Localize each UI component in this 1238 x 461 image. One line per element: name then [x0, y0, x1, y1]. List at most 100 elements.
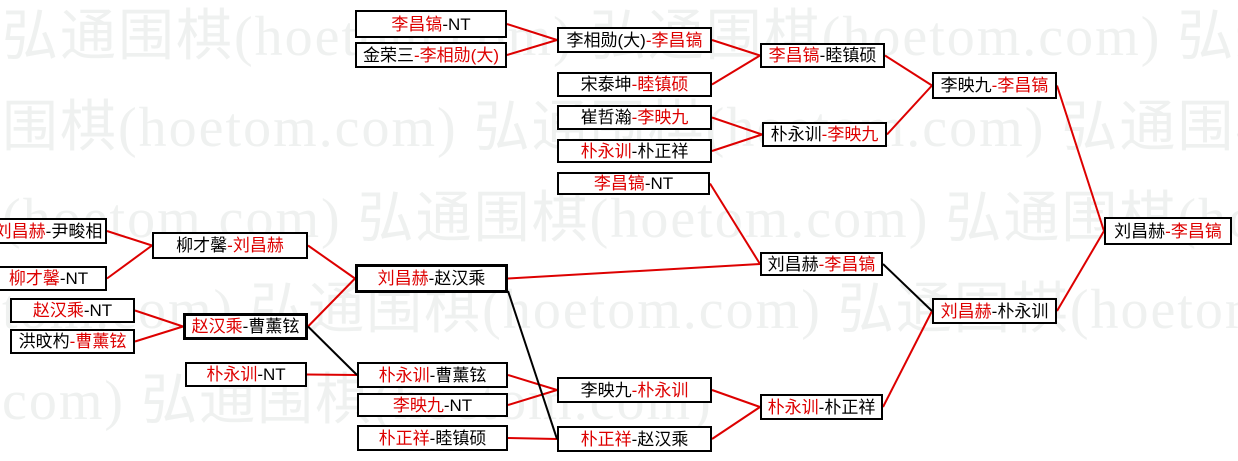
player2-name: 曹薰铉 [248, 317, 300, 336]
connector-line [507, 389, 558, 406]
player2-name: 朴正祥 [824, 397, 876, 417]
connector-line [507, 290, 558, 440]
match-box: 李昌镐-NT [557, 172, 710, 195]
connector-line [1056, 85, 1105, 232]
player2-name: 李昌镐 [1170, 221, 1222, 241]
player2-name: NT [65, 269, 89, 288]
vs-hyphen: - [818, 254, 825, 274]
connector-line [711, 406, 761, 440]
player1-name: 朴永训 [378, 365, 430, 385]
connector-line [106, 244, 153, 280]
player2-name: 睦镇硕 [825, 46, 877, 65]
player2-name: 李映九 [637, 108, 689, 127]
vs-hyphen: - [414, 45, 420, 65]
player2-name: 李昌镐 [824, 254, 876, 274]
connector-line [711, 133, 763, 152]
vs-hyphen: - [821, 125, 828, 144]
player1-name: 李映九 [392, 395, 444, 415]
match-box: 刘昌赫-朴永训 [932, 298, 1057, 324]
vs-hyphen: - [631, 141, 638, 161]
connector-line [711, 54, 761, 86]
connector-line [507, 437, 558, 440]
player2-name: 李昌镐 [997, 76, 1049, 95]
player2-name: NT [449, 395, 473, 415]
vs-hyphen: - [819, 46, 826, 65]
player1-name: 朴永训 [580, 141, 632, 161]
connector-line [882, 263, 933, 312]
connector-line [886, 84, 933, 136]
vs-hyphen: - [69, 332, 76, 351]
connector-line [1056, 230, 1105, 312]
vs-hyphen: - [443, 395, 450, 415]
player2-name: 李映九 [827, 125, 879, 144]
player2-name: 睦镇硕 [637, 75, 689, 94]
player1-name: 朴正祥 [378, 428, 430, 448]
player1-name: 柳才馨 [8, 269, 60, 288]
player2-name: 朴正祥 [637, 141, 689, 161]
player1-name: 崔哲瀚 [580, 108, 632, 127]
player1-name: 赵汉乘 [191, 317, 243, 336]
connector-line [711, 116, 763, 136]
player1-name: 金荣三 [363, 45, 414, 65]
match-box: 朴永训-NT [185, 362, 307, 387]
connector-line [106, 230, 153, 247]
connector-line [506, 39, 558, 56]
match-box: 柳才馨-NT [0, 266, 107, 291]
player2-name: NT [263, 365, 286, 384]
match-box: 朴永训-朴正祥 [557, 139, 712, 163]
match-box: 宋泰坤-睦镇硕 [557, 72, 712, 97]
player1-name: 刘昌赫 [0, 221, 46, 241]
vs-hyphen: - [644, 174, 651, 193]
player1-name: 李映九 [940, 76, 992, 95]
player1-name: 李昌镐 [391, 14, 443, 34]
match-box: 李映九-朴永训 [557, 377, 712, 403]
player1-name: 刘昌赫 [1114, 221, 1166, 241]
match-box: 朴永训-朴正祥 [760, 394, 883, 420]
vs-hyphen: - [991, 301, 998, 321]
connector-line [134, 309, 184, 328]
vs-hyphen: - [631, 429, 638, 449]
player2-name: NT [448, 14, 471, 34]
vs-hyphen: - [991, 76, 998, 95]
connector-line [711, 389, 761, 408]
vs-hyphen: - [631, 108, 638, 127]
match-box: 朴正祥-睦镇硕 [357, 425, 508, 451]
match-box: 李昌镐-NT [355, 10, 507, 38]
connector-line [306, 373, 358, 376]
vs-hyphen: - [428, 269, 435, 288]
player1-name: 刘昌赫 [767, 254, 819, 274]
match-box: 崔哲瀚-李映九 [557, 105, 712, 130]
match-box: 赵汉乘-曹薰铉 [183, 313, 308, 340]
match-box: 柳才馨-刘昌赫 [152, 232, 308, 259]
player1-name: 朴永训 [770, 125, 822, 144]
vs-hyphen: - [257, 365, 263, 384]
vs-hyphen: - [227, 236, 233, 255]
vs-hyphen: - [1165, 221, 1171, 241]
player2-name: 李昌镐 [651, 30, 703, 50]
player2-name: 睦镇硕 [435, 428, 487, 448]
vs-hyphen: - [631, 75, 638, 94]
player2-name: 曹薰铉 [435, 365, 487, 385]
player1-name: 刘昌赫 [940, 301, 992, 321]
player2-name: 朴永训 [997, 301, 1049, 321]
player1-name: 洪旼杓 [18, 332, 70, 351]
match-box: 李映九-NT [357, 393, 508, 417]
match-box: 李映九-李昌镐 [932, 72, 1057, 99]
player1-name: 李昌镐 [593, 174, 645, 193]
match-box: 朴正祥-赵汉乘 [557, 426, 712, 452]
vs-hyphen: - [645, 30, 652, 50]
player2-name: 李相勋(大) [419, 45, 499, 65]
match-box: 刘昌赫-赵汉乘 [355, 264, 508, 293]
match-box: 李相勋(大)-李昌镐 [557, 27, 712, 53]
player2-name: 曹薰铉 [75, 332, 127, 351]
player1-name: 朴永训 [206, 365, 258, 384]
connector-line [307, 277, 356, 328]
connector-line [507, 263, 761, 280]
player2-name: 赵汉乘 [434, 269, 486, 288]
player1-name: 刘昌赫 [377, 269, 429, 288]
vs-hyphen: - [83, 301, 90, 320]
match-box: 刘昌赫-尹畯相 [0, 218, 107, 244]
vs-hyphen: - [442, 14, 448, 34]
